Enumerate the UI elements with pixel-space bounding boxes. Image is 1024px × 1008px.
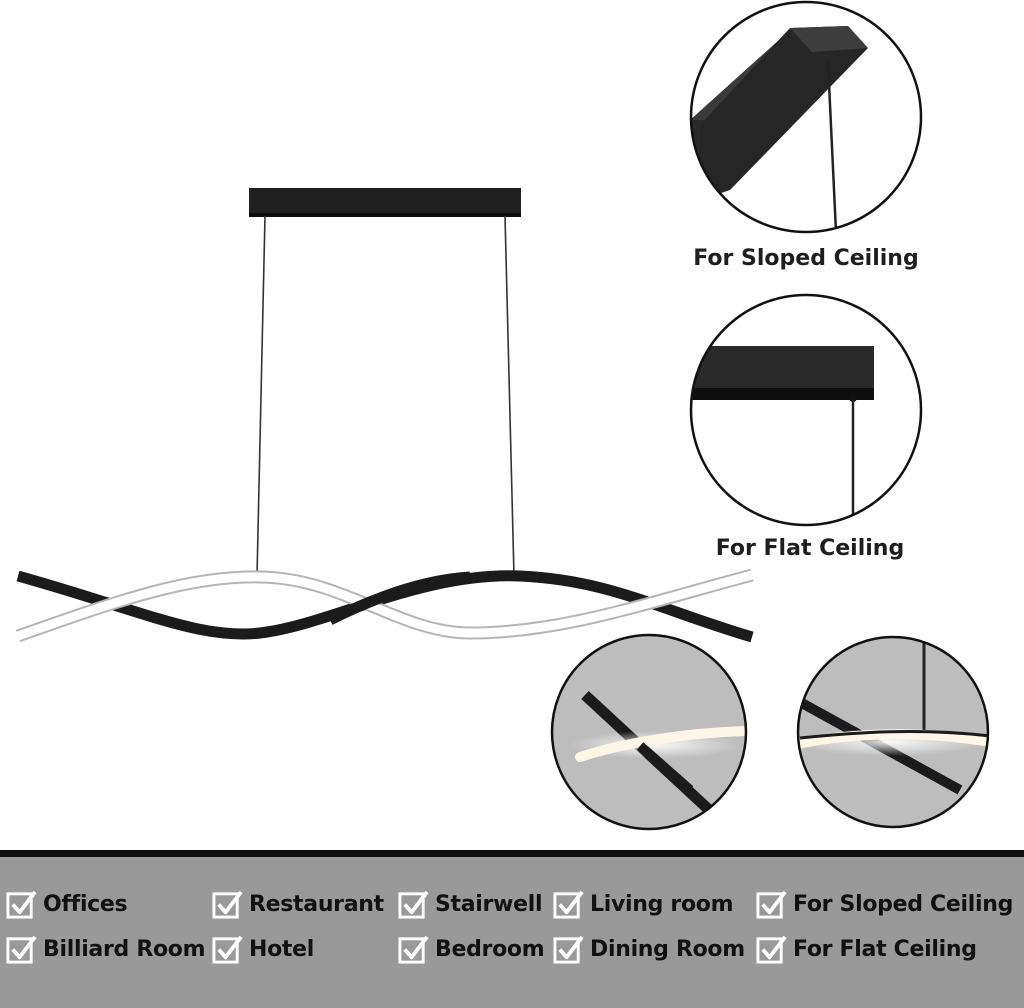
feature-flat-ceiling: For Flat Ceiling (756, 934, 977, 965)
features-band: Offices Restaurant Stairwell Living room… (0, 850, 1024, 1008)
lit-ribbon-detail-left (550, 633, 748, 831)
suspension-wire-right (504, 215, 515, 577)
feature-label: Billiard Room (43, 937, 206, 962)
feature-bedroom: Bedroom (398, 934, 545, 965)
feature-living-room: Living room (553, 889, 734, 920)
checkbox-icon (398, 935, 429, 964)
flat-ceiling-detail (689, 293, 923, 527)
checkbox-icon (553, 935, 584, 964)
feature-label: Bedroom (435, 937, 545, 962)
feature-label: Dining Room (590, 937, 745, 962)
feature-billiard-room: Billiard Room (6, 934, 206, 965)
feature-label: Offices (43, 892, 128, 917)
feature-stairwell: Stairwell (398, 889, 543, 920)
checkbox-icon (398, 890, 429, 919)
feature-hotel: Hotel (212, 934, 314, 965)
checkbox-icon (6, 935, 37, 964)
feature-label: Stairwell (435, 892, 543, 917)
flat-ceiling-caption: For Flat Ceiling (715, 536, 905, 561)
feature-restaurant: Restaurant (212, 889, 384, 920)
ceiling-canopy (249, 188, 521, 216)
feature-label: Hotel (249, 937, 315, 962)
checkbox-icon (212, 935, 243, 964)
feature-label: Living room (590, 892, 734, 917)
feature-label: Restaurant (249, 892, 384, 917)
feature-label: For Sloped Ceiling (793, 892, 1014, 917)
checkbox-icon (756, 935, 787, 964)
lit-ribbon-detail-right (796, 635, 990, 829)
suspension-wire-left (256, 215, 266, 577)
checkbox-icon (6, 890, 37, 919)
feature-label: For Flat Ceiling (793, 937, 977, 962)
checkbox-icon (553, 890, 584, 919)
sloped-ceiling-detail (689, 0, 923, 234)
checkbox-icon (212, 890, 243, 919)
checkbox-icon (756, 890, 787, 919)
feature-sloped-ceiling: For Sloped Ceiling (756, 889, 1013, 920)
product-illustration: For Sloped Ceiling For Flat Ceiling (15, 0, 990, 831)
pendant-light (15, 188, 754, 643)
sloped-ceiling-caption: For Sloped Ceiling (693, 246, 919, 271)
feature-dining-room: Dining Room (553, 934, 745, 965)
feature-offices: Offices (6, 889, 128, 920)
